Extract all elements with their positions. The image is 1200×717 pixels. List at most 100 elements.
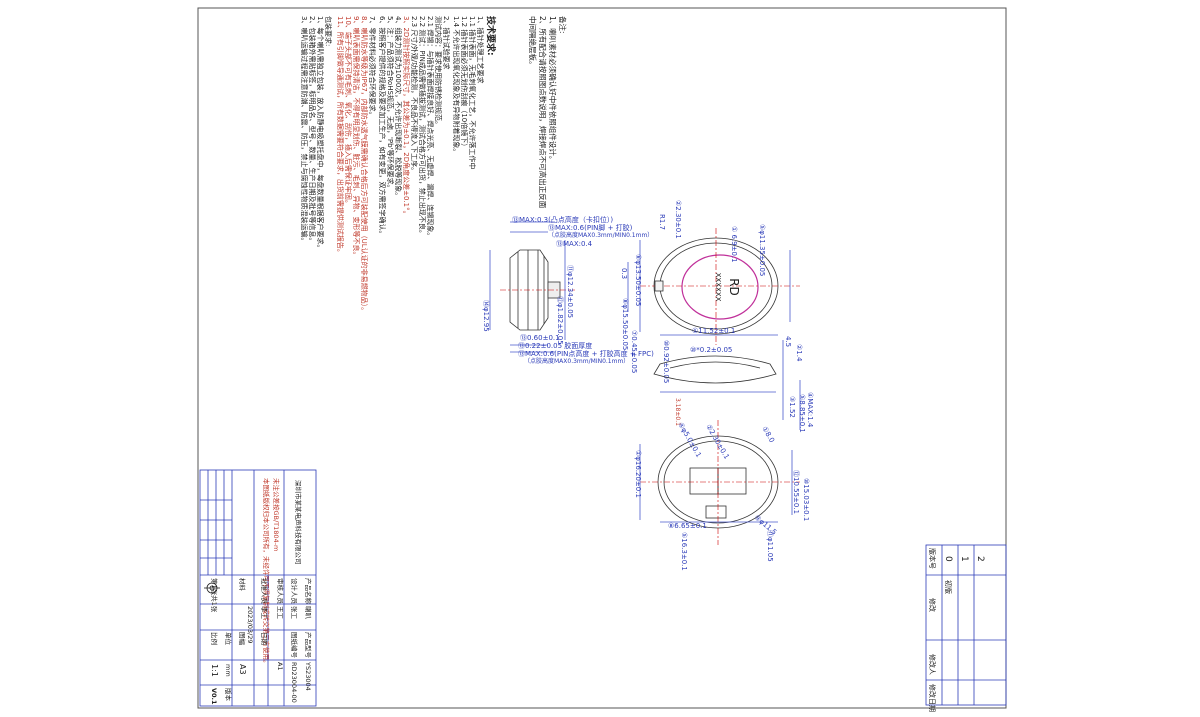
bottom-view-pin bbox=[705, 505, 727, 519]
tech-line: 4、组装力测试为1000次，不允许出现断裂、松脱等现象。 bbox=[394, 16, 403, 199]
dim-a45: 4.5 bbox=[784, 336, 792, 347]
top-view-rd-sub: XXXXXX bbox=[714, 273, 722, 302]
dim-w1152: ①11.52±0.1 bbox=[692, 327, 735, 335]
checker-label: 审核人员 bbox=[276, 578, 285, 605]
tech-red-line: 9、喇叭表面需保持清洁，不得有明显划伤、脏污、毛刺、异物、变形等不良。 bbox=[352, 16, 361, 258]
tech-block: 技术要求: 1、插针处理工艺要求 1.1 插针表面，无毛刺氧化工艺，不允许落工作… bbox=[378, 16, 497, 239]
unit-label: 单位 bbox=[224, 632, 233, 646]
dim-d1620: ①φ16.20±0.1 bbox=[634, 450, 642, 498]
dim-d06: ⑬0.60±0.1 bbox=[520, 334, 560, 342]
dim-max14: ④MAX:1.4 bbox=[806, 392, 814, 428]
dim-d8: ①8.0 bbox=[760, 425, 776, 444]
spec-value: A1 bbox=[276, 662, 284, 671]
dim-a03: 0.3 bbox=[620, 268, 628, 279]
dim-d1350: ⑥φ13.50±0.05 bbox=[634, 254, 642, 306]
revision-header: 修改人 bbox=[928, 654, 937, 675]
tech-red-block: 7、零件材料必须符合环保要求。 8、喇叭防水等级为IP67，内部防水透气膜需确认… bbox=[336, 16, 377, 314]
tech-red-line: 11、所有引脚做导通测试，所有数据需要符合要求，出货前需提供测试报告。 bbox=[336, 16, 345, 256]
checker-value: 王工 bbox=[276, 606, 284, 620]
dim-a14: ②1.4 bbox=[795, 344, 803, 362]
drawer-value: 张工 bbox=[290, 606, 299, 620]
side-view-dims: ⑬MAX:0.3(凸点高度（卡扣位）) ⑬MAX:0.6(PIN脚 + 打胶) … bbox=[482, 215, 654, 365]
dim-a69: ① 6.9±0.1 bbox=[730, 226, 738, 263]
side-view bbox=[489, 221, 575, 353]
dim-max04: ⑬MAX:0.4 bbox=[556, 240, 593, 248]
bottom-view bbox=[639, 420, 800, 545]
dim-d12: ⑭φ12.95 bbox=[482, 300, 490, 332]
dim-top-max06-sub: （点胶高度MAX0.3mm/MIN0.1mm） bbox=[548, 231, 653, 239]
tech-line: 2.1 焊锡：与插针表面焊接良好、焊点光亮、无虚焊、漏焊、连锡现象。 bbox=[426, 16, 435, 239]
tech-line: 测试内容：要求使用防锈检测规范。 bbox=[434, 16, 443, 128]
dim-d045: ⑦0.45±0.05 bbox=[630, 330, 638, 373]
top-view bbox=[627, 228, 800, 345]
revision-header: 修改日期 bbox=[928, 684, 937, 712]
dim-d1055: ⑫10.55±0.1 bbox=[792, 470, 800, 514]
revision-table bbox=[925, 544, 1007, 706]
top-view-dims: ①11.52±0.1 R1.7 ②2.30±0.1 ① 6.9±0.1 ⑤φ11… bbox=[620, 200, 766, 383]
sheet-label: 第1张共1张 bbox=[210, 578, 219, 613]
model-value: YS23004 bbox=[304, 661, 312, 691]
tech-line: 2.3 尺寸/外观/功能检测，不良品不得流入下工序。 bbox=[410, 16, 419, 174]
tech-line: 3、2D测针按照实际尺寸，其公差为±0.1，2D角度公差±0.1°。 bbox=[402, 16, 411, 218]
tech-line: 1.1 插针表面，无毛刺氧化工艺，不允许落工作中 bbox=[468, 16, 477, 169]
dim-a230: ②2.30±0.1 bbox=[674, 200, 682, 239]
approve-label: 批准人员 bbox=[260, 578, 269, 605]
dim-top-max03: ⑬MAX:0.3(凸点高度（卡扣位）) bbox=[512, 215, 613, 224]
projection-symbol bbox=[204, 582, 220, 594]
top-view-rd-label: RD bbox=[727, 278, 741, 296]
dim-d022: ⑬0.22±0.05 胶面厚度 bbox=[518, 341, 592, 350]
tech-line: 1.4 不允许出现氧化现象及有异物附着现象。 bbox=[452, 16, 461, 155]
notes-item-1: 1、喇叭素材必须确认好中件依照组件设计。 bbox=[548, 16, 558, 163]
dim-d092: ⑩0.92±0.05 bbox=[662, 340, 670, 383]
title-block-text: 深圳市某某电声科技有限公司 本图纸版权归本公司所有，未经许可不得复制或转交第三方… bbox=[210, 478, 313, 705]
dim-r17: R1.7 bbox=[658, 214, 666, 230]
dim-bot-max06: ⑬MAX:0.6(PIN点高度 + 打胶高度 + FPC) bbox=[518, 349, 654, 358]
cross-section bbox=[653, 340, 801, 430]
revision-cell: 初版 bbox=[944, 580, 953, 594]
tech-red-line: 8、喇叭防水等级为IP67，内部防水透气膜需确认合格后方可装配使用（UL认证的非… bbox=[360, 16, 369, 314]
cross-section-red-label: 3.18±0.1 bbox=[674, 398, 681, 426]
size-value: A3 bbox=[238, 664, 247, 675]
tech-line: 2.2 测试：PIN成品需做插拔测试，测试合格方可出货，禁止出现不良。 bbox=[418, 16, 427, 237]
bottom-view-pad bbox=[717, 467, 747, 495]
dim-d1355: ⑤φ11.35±0.05 bbox=[758, 224, 766, 276]
package-line: 1、每个喇叭需独立包装，放入防静电吸塑托盘中，每盘数量根据客户要求。 bbox=[316, 16, 325, 251]
revision-cell: 2 bbox=[975, 556, 985, 562]
scale-value: 1:1 bbox=[210, 664, 219, 677]
remark-red: 本图纸版权归本公司所有，未经许可不得复制或转交第三方使用。 bbox=[262, 478, 271, 667]
dim-d1234: ⑪φ12.34±0.05 bbox=[566, 265, 574, 318]
cross-section-dims: ⑩*0.2±0.05 4.5 ②1.4 ④MAX:1.4 ⑤8.85±0.1 ③… bbox=[690, 336, 814, 433]
unit-value: mm bbox=[224, 664, 232, 677]
package-header: 包装要求: bbox=[324, 16, 333, 46]
draw-no-label: 图纸编号 bbox=[290, 632, 299, 659]
tech-line: 5、注：产品须符合RoHS规范，无卤，'Pb'等环保要求。 bbox=[386, 16, 395, 192]
tech-red-line: 7、零件材料必须符合环保要求。 bbox=[368, 16, 377, 118]
title-block bbox=[199, 469, 317, 707]
top-view-magenta-ring bbox=[681, 254, 759, 320]
revision-table-text: 版本号 修改 修改人 修改日期 0 初版 1 2 bbox=[928, 548, 985, 712]
tech-line: 6、按照客户提供的规格及要求加工生产，如有变更，双方需签字确认。 bbox=[378, 16, 387, 237]
dim-d1503: ⑩15.03±0.1 bbox=[802, 478, 810, 521]
revision-cell: 0 bbox=[943, 556, 953, 562]
notes-extra: 中间隔绝层板。 bbox=[528, 16, 538, 69]
cross-section-inner bbox=[669, 361, 761, 369]
tech-header: 技术要求: bbox=[485, 16, 497, 56]
tech-line: 1.2 插针表面必须无划伤刮痕（10倍镜下） bbox=[460, 16, 469, 150]
drawer-label: 设计人员 bbox=[290, 578, 299, 605]
package-block: 包装要求: 1、每个喇叭需独立包装，放入防静电吸塑托盘中，每盘数量根据客户要求。… bbox=[300, 16, 333, 251]
tech-red-line: 10、端子头部不可有毛刺、氧化、刮伤，插入后需保证牢固。 bbox=[344, 16, 353, 207]
scale-label: 比例 bbox=[210, 632, 219, 645]
draw-no: RD23004-00 bbox=[290, 662, 298, 703]
dim-top-max06: ⑬MAX:0.6(PIN脚 + 打胶) bbox=[548, 223, 633, 232]
dim-d115b: ⑪φ11.05 bbox=[766, 530, 774, 562]
date-value: 2023/03/29 bbox=[246, 606, 254, 643]
side-view-outline bbox=[509, 249, 549, 331]
dim-a152: ③1.52 bbox=[788, 396, 796, 418]
cross-section-outline bbox=[653, 355, 777, 384]
title-block-frame bbox=[199, 469, 317, 707]
company-name: 深圳市某某电声科技有限公司 bbox=[294, 480, 303, 565]
revision-header: 版本号 bbox=[928, 548, 937, 569]
dim-d1821: ⑫φ1.82±0.05 bbox=[556, 296, 564, 345]
dim-bot-max06-sub: （点胶高度MAX0.3mm/MIN0.1mm） bbox=[524, 357, 629, 365]
